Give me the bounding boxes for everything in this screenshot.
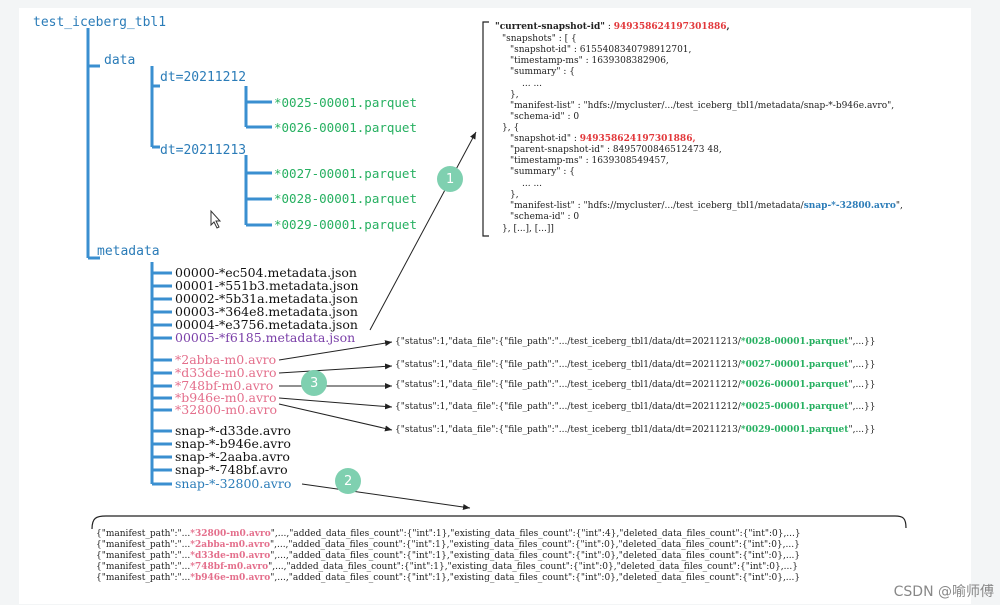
json-line: "parent-snapshot-id" : 8495700846512473 … bbox=[510, 145, 722, 155]
snapshot-file[interactable]: snap-*-b946e.avro bbox=[175, 436, 291, 451]
manifest-list-row: {"manifest_path":"...*32800-m0.avro",...… bbox=[96, 529, 801, 539]
json-line: }, bbox=[510, 90, 519, 100]
json-line: "manifest-list" : "hdfs://mycluster/.../… bbox=[510, 101, 895, 111]
metadata-folder[interactable]: metadata bbox=[97, 244, 160, 259]
metadata-json-file[interactable]: 00001-*551b3.metadata.json bbox=[175, 278, 359, 293]
json-line: "schema-id" : 0 bbox=[510, 212, 580, 222]
manifest-list-row: {"manifest_path":"...*b946e-m0.avro",...… bbox=[96, 573, 801, 583]
metadata-json-file-current[interactable]: 00005-*f6185.metadata.json bbox=[175, 330, 356, 345]
data-folder[interactable]: data bbox=[104, 53, 136, 68]
manifest-file[interactable]: *b946e-m0.avro bbox=[175, 390, 277, 405]
manifest-file[interactable]: *d33de-m0.avro bbox=[175, 365, 277, 380]
manifest-list-row: {"manifest_path":"...*2abba-m0.avro",...… bbox=[96, 540, 800, 550]
data-file[interactable]: *0026-00001.parquet bbox=[274, 120, 417, 135]
partition-folder-20211213[interactable]: dt=20211213 bbox=[160, 143, 247, 158]
json-line: "snapshot-id" : 949358624197301886, bbox=[510, 134, 696, 144]
metadata-json-file[interactable]: 00003-*364e8.metadata.json bbox=[175, 304, 358, 319]
data-file[interactable]: *0028-00001.parquet bbox=[274, 191, 417, 206]
diagram-panel bbox=[19, 8, 971, 604]
data-file[interactable]: *0027-00001.parquet bbox=[274, 166, 417, 181]
manifest-entry-line: {"status":1,"data_file":{"file_path":"..… bbox=[395, 337, 876, 347]
json-line: "timestamp-ms" : 1639308382906, bbox=[510, 56, 669, 66]
manifest-list-row: {"manifest_path":"...*748bf-m0.avro",...… bbox=[96, 562, 798, 572]
json-line: "summary" : { bbox=[510, 167, 575, 177]
snapshot-file-current[interactable]: snap-*-32800.avro bbox=[175, 476, 292, 491]
manifest-entry-line: {"status":1,"data_file":{"file_path":"..… bbox=[395, 402, 876, 412]
manifest-list-row: {"manifest_path":"...*d33de-m0.avro",...… bbox=[96, 551, 801, 561]
json-line: "manifest-list" : "hdfs://mycluster/.../… bbox=[510, 201, 903, 211]
data-file[interactable]: *0025-00001.parquet bbox=[274, 95, 417, 110]
data-file[interactable]: *0029-00001.parquet bbox=[274, 217, 417, 232]
manifest-file[interactable]: *2abba-m0.avro bbox=[175, 352, 277, 367]
partition-folder-20211212[interactable]: dt=20211212 bbox=[160, 70, 247, 85]
manifest-entry-line: {"status":1,"data_file":{"file_path":"..… bbox=[395, 360, 876, 370]
json-line: "summary" : { bbox=[510, 67, 575, 77]
manifest-file[interactable]: *32800-m0.avro bbox=[175, 402, 278, 417]
metadata-json-file[interactable]: 00002-*5b31a.metadata.json bbox=[175, 291, 359, 306]
badge-3: 3 bbox=[310, 376, 319, 391]
json-line: }, [...], [...]] bbox=[502, 224, 554, 234]
metadata-json-file[interactable]: 00004-*e3756.metadata.json bbox=[175, 317, 358, 332]
json-line: ... ... bbox=[522, 79, 543, 89]
json-line: "snapshot-id" : 6155408340798912701, bbox=[510, 45, 692, 55]
snapshot-file[interactable]: snap-*-2aaba.avro bbox=[175, 449, 290, 464]
root-folder[interactable]: test_iceberg_tbl1 bbox=[33, 15, 167, 30]
json-line: }, { bbox=[502, 123, 520, 133]
json-line: "snapshots" : [ { bbox=[502, 34, 577, 44]
badge-2: 2 bbox=[344, 474, 353, 489]
manifest-entry-line: {"status":1,"data_file":{"file_path":"..… bbox=[395, 380, 876, 390]
json-line: ... ... bbox=[522, 179, 543, 189]
json-line: "schema-id" : 0 bbox=[510, 112, 580, 122]
json-line: }, bbox=[510, 190, 519, 200]
metadata-json-file[interactable]: 00000-*ec504.metadata.json bbox=[175, 265, 357, 280]
snapshot-file[interactable]: snap-*-748bf.avro bbox=[175, 462, 288, 477]
manifest-entry-line: {"status":1,"data_file":{"file_path":"..… bbox=[395, 425, 876, 435]
json-line: "current-snapshot-id" : 9493586241973018… bbox=[495, 22, 730, 32]
manifest-file[interactable]: *748bf-m0.avro bbox=[175, 378, 274, 393]
watermark: CSDN @喻师傅 bbox=[893, 584, 994, 600]
badge-1: 1 bbox=[446, 172, 455, 187]
snapshot-file[interactable]: snap-*-d33de.avro bbox=[175, 423, 291, 438]
json-line: "timestamp-ms" : 1639308549457, bbox=[510, 156, 669, 166]
